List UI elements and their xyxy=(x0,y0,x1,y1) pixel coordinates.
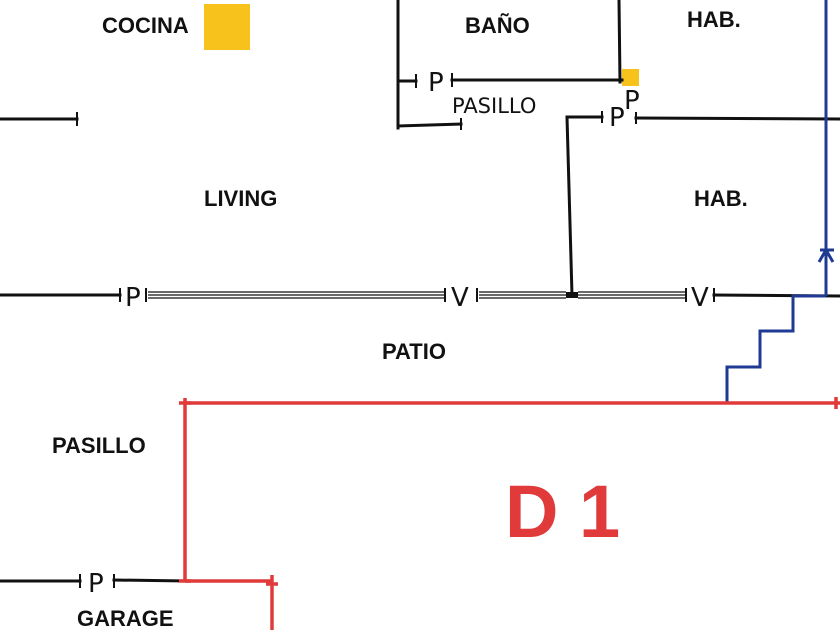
room-label-pasillo-top: PASILLO xyxy=(452,94,536,118)
upper-walls xyxy=(0,0,840,297)
window-mark-living: V xyxy=(451,283,469,313)
room-label-pasillo-left: PASILLO xyxy=(52,433,146,458)
zone-outline xyxy=(179,397,840,630)
room-label-patio: PATIO xyxy=(382,339,446,364)
door-mark-living: P xyxy=(125,283,141,313)
marker-square-kitchen xyxy=(204,4,250,50)
living-patio-wall: P V V xyxy=(0,283,840,313)
room-label-bano: BAÑO xyxy=(465,13,530,38)
door-mark-bano: P xyxy=(428,68,444,98)
door-mark-hab-mid: P xyxy=(609,103,625,133)
door-mark-garage: P xyxy=(88,569,104,599)
upper-door-marks: P P P xyxy=(398,68,640,133)
door-mark-hab-top: P xyxy=(624,86,640,116)
room-label-cocina: COCINA xyxy=(102,13,189,38)
room-label-hab-top: HAB. xyxy=(687,7,741,32)
garage-wall: P xyxy=(0,569,188,599)
room-label-garage: GARAGE xyxy=(77,606,174,630)
zone-label: D 1 xyxy=(505,470,620,553)
marker-square-hallway xyxy=(622,69,639,86)
window-mark-hab: V xyxy=(691,283,709,313)
room-label-living: LIVING xyxy=(204,186,277,211)
room-label-hab-mid: HAB. xyxy=(694,186,748,211)
